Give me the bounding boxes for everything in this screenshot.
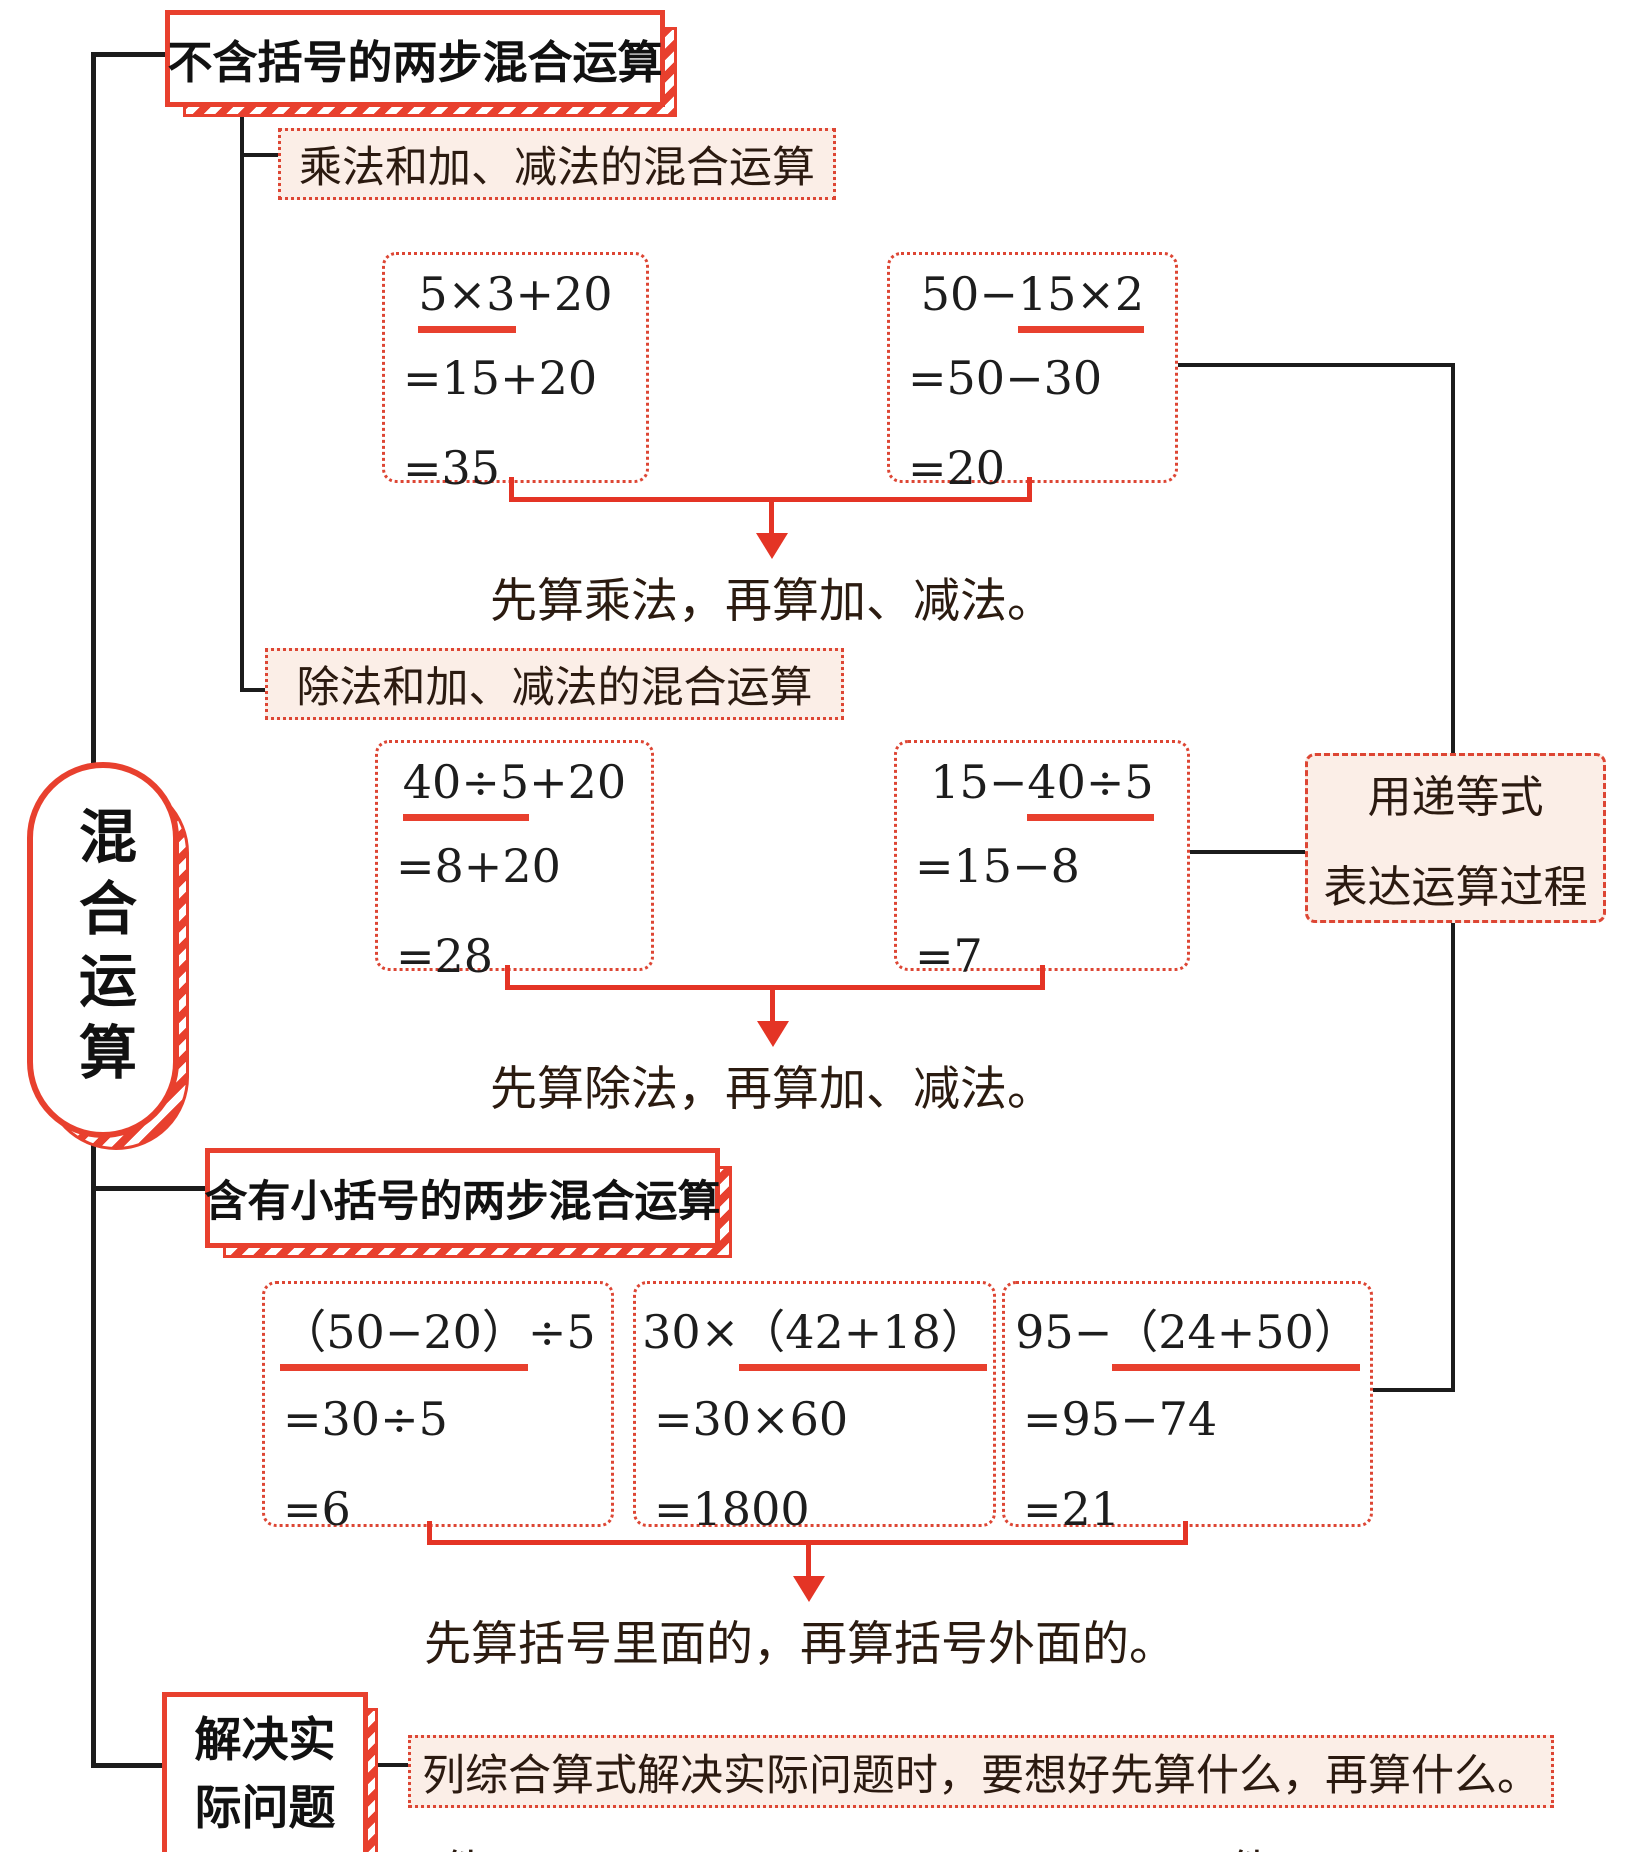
- first-step-underline: 40÷5: [1027, 755, 1154, 821]
- brackets-heading: 含有小括号的两步混合运算: [204, 1148, 721, 1248]
- div-section-heading: 除法和加、减法的混合运算: [265, 648, 844, 720]
- mul-bracket-left: [509, 477, 514, 502]
- equation-line3: =35: [403, 441, 501, 495]
- mul-arrow-stem: [769, 497, 774, 535]
- problems-note-label: 列综合算式解决实际问题时，要想好先算什么，再算什么。: [422, 1750, 1540, 1801]
- equation-line2: =15−8: [915, 839, 1080, 893]
- brackets-heading-label: 含有小括号的两步混合运算: [204, 1177, 721, 1227]
- div-bracket-right: [1040, 965, 1045, 990]
- down-arrow-icon: [756, 533, 788, 559]
- equation-line1: 30×（42+18）: [636, 1296, 993, 1371]
- branch-line-top: [91, 52, 167, 57]
- mul-example-box-2: 50−15×2 =50−30 =20: [887, 252, 1178, 495]
- link-mulbox-to-sidenote-v: [1451, 363, 1455, 755]
- link-sidenote-to-bracketbox-h: [1367, 1388, 1455, 1392]
- equation-line3: =6: [283, 1482, 351, 1536]
- equation-line2: =15+20: [403, 351, 598, 405]
- root-title: 混合运算: [69, 806, 137, 1094]
- clipped-bottom-text: 1件……92元，1……9元。用100元买1件……: [412, 1836, 1365, 1852]
- equation-line2: =8+20: [396, 839, 561, 893]
- side-note-box: 用递等式 表达运算过程: [1305, 753, 1606, 923]
- first-step-underline: （42+18）: [739, 1305, 987, 1371]
- mul-bracket-right: [1027, 477, 1032, 502]
- subbranch-line-div: [240, 688, 267, 692]
- problems-note-box: 列综合算式解决实际问题时，要想好先算什么，再算什么。: [408, 1735, 1554, 1808]
- subtrunk-line: [240, 97, 244, 692]
- no-brackets-heading-label: 不含括号的两步混合运算: [167, 36, 663, 89]
- equation-line1: （50−20）÷5: [265, 1296, 611, 1371]
- first-step-underline: （24+50）: [1112, 1305, 1360, 1371]
- side-note-line1: 用递等式: [1367, 772, 1544, 823]
- bracket-example-box-3: 95−（24+50） =95−74 =21: [1002, 1281, 1373, 1536]
- problems-title-line2: 际问题: [194, 1781, 336, 1836]
- equation-line1: 40÷5+20: [378, 755, 651, 821]
- equation-line1: 50−15×2: [890, 267, 1175, 333]
- down-arrow-icon: [793, 1576, 825, 1602]
- first-step-underline: （50−20）: [280, 1305, 528, 1371]
- side-note-line2: 表达运算过程: [1323, 862, 1588, 913]
- link-mulbox-to-sidenote-h: [1172, 363, 1455, 367]
- link-problems-to-note: [358, 1763, 408, 1767]
- equation-line1: 5×3+20: [385, 267, 646, 333]
- mul-section-heading: 乘法和加、减法的混合运算: [278, 128, 836, 200]
- link-divbox-to-sidenote: [1184, 850, 1305, 854]
- brackets-arrow-stem: [806, 1540, 811, 1578]
- div-bracket-bar: [505, 985, 1045, 990]
- equation-line2: =30÷5: [283, 1392, 448, 1446]
- brackets-bracket-right: [1183, 1521, 1188, 1545]
- bracket-example-box-2: 30×（42+18） =30×60 =1800: [633, 1281, 996, 1536]
- equation-line3: =20: [908, 441, 1006, 495]
- equation-line3: =28: [396, 929, 494, 983]
- brackets-bracket-left: [427, 1521, 432, 1545]
- mul-example-box-1: 5×3+20 =15+20 =35: [382, 252, 649, 495]
- branch-line-problems: [91, 1763, 164, 1768]
- no-brackets-heading: 不含括号的两步混合运算: [165, 10, 665, 107]
- div-rule-caption: 先算除法，再算加、减法。: [490, 1062, 1054, 1117]
- equation-line2: =50−30: [908, 351, 1103, 405]
- equation-line2: =95−74: [1023, 1392, 1218, 1446]
- div-example-box-1: 40÷5+20 =8+20 =28: [375, 740, 654, 983]
- equation-line1: 15−40÷5: [897, 755, 1187, 821]
- mul-rule-caption: 先算乘法，再算加、减法。: [490, 574, 1054, 629]
- equation-line3: =1800: [654, 1482, 810, 1536]
- brackets-rule-caption: 先算括号里面的，再算括号外面的。: [424, 1617, 1176, 1672]
- link-sidenote-to-bracketbox-v: [1451, 917, 1455, 1392]
- equation-line1: 95−（24+50）: [1005, 1296, 1370, 1371]
- equation-line3: =21: [1023, 1482, 1121, 1536]
- div-arrow-stem: [770, 985, 775, 1023]
- div-example-box-2: 15−40÷5 =15−8 =7: [894, 740, 1190, 983]
- bracket-example-box-1: （50−20）÷5 =30÷5 =6: [262, 1281, 614, 1536]
- down-arrow-icon: [757, 1021, 789, 1047]
- branch-line-brackets: [91, 1186, 207, 1191]
- div-bracket-left: [505, 965, 510, 990]
- root-node: 混合运算: [27, 762, 179, 1138]
- mul-section-heading-label: 乘法和加、减法的混合运算: [299, 143, 815, 193]
- first-step-underline: 40÷5: [402, 755, 530, 821]
- equation-line2: =30×60: [654, 1392, 849, 1446]
- equation-line3: =7: [915, 929, 983, 983]
- problems-title-line1: 解决实: [194, 1712, 336, 1768]
- div-section-heading-label: 除法和加、减法的混合运算: [296, 663, 813, 713]
- first-step-underline: 15×2: [1017, 267, 1145, 333]
- problems-node: 解决实 际问题: [162, 1692, 368, 1852]
- subbranch-line-mul: [240, 153, 280, 157]
- first-step-underline: 5×3: [418, 267, 516, 333]
